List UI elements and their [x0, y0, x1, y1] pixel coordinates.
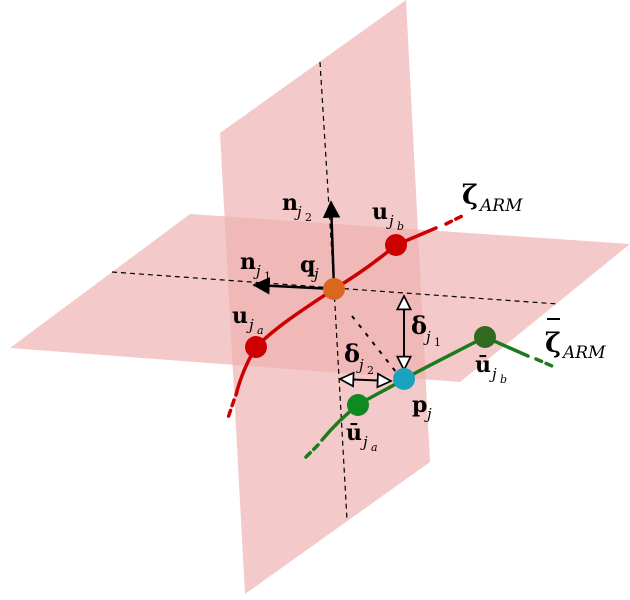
- label-zeta-arm: ζ ARM: [462, 180, 523, 216]
- svg-text:δ: δ: [411, 311, 427, 340]
- delta-j2-arrow: [340, 379, 391, 381]
- svg-text:j: j: [489, 365, 497, 383]
- label-u-ja: u j a: [232, 303, 264, 337]
- svg-text:j: j: [311, 265, 319, 283]
- label-zeta-bar-arm: ζ ARM: [545, 318, 606, 363]
- svg-text:1: 1: [264, 270, 271, 283]
- svg-text:ARM: ARM: [478, 196, 523, 216]
- label-ubar-ja: ū j a: [346, 420, 378, 454]
- svg-text:δ: δ: [344, 339, 360, 368]
- svg-text:u: u: [232, 303, 248, 329]
- svg-text:j: j: [423, 328, 431, 346]
- plane-axes: [111, 61, 559, 521]
- label-ubar-jb: ū j b: [475, 352, 507, 386]
- normal-vector-n-j2: [322, 200, 341, 290]
- projection-line: [351, 315, 397, 373]
- svg-text:n: n: [282, 190, 298, 216]
- point-p-j: [393, 368, 415, 390]
- svg-text:ARM: ARM: [561, 343, 606, 363]
- svg-text:2: 2: [305, 211, 312, 224]
- svg-text:b: b: [397, 220, 404, 233]
- svg-text:1: 1: [434, 336, 441, 349]
- svg-text:j: j: [424, 405, 432, 423]
- svg-text:j: j: [246, 316, 254, 334]
- label-q-j: q j: [300, 252, 319, 283]
- svg-text:j: j: [294, 203, 302, 221]
- svg-text:j: j: [356, 356, 364, 374]
- point-ubar-jb: [474, 326, 496, 348]
- label-p-j: p j: [412, 392, 432, 423]
- svg-text:q: q: [300, 252, 315, 278]
- svg-text:b: b: [500, 373, 507, 386]
- svg-text:2: 2: [367, 364, 374, 377]
- label-delta-j1: δ j 1: [411, 311, 441, 349]
- point-q-j: [323, 278, 345, 300]
- label-delta-j2: δ j 2: [344, 339, 374, 377]
- svg-text:j: j: [253, 262, 261, 280]
- svg-text:u: u: [372, 199, 388, 225]
- label-u-jb: u j b: [372, 199, 404, 233]
- svg-text:j: j: [360, 433, 368, 451]
- svg-text:j: j: [386, 212, 394, 230]
- svg-text:ζ: ζ: [545, 328, 561, 359]
- svg-text:p: p: [412, 392, 427, 418]
- svg-text:ū: ū: [475, 352, 491, 378]
- svg-text:a: a: [257, 324, 264, 337]
- normal-vector-n-j1: [252, 277, 335, 295]
- svg-text:ū: ū: [346, 420, 362, 446]
- point-u-jb: [385, 234, 407, 256]
- label-n-j1: n j 1: [240, 249, 271, 283]
- point-u-ja: [245, 336, 267, 358]
- point-ubar-ja: [347, 394, 369, 416]
- svg-text:ζ: ζ: [462, 180, 478, 211]
- label-n-j2: n j 2: [282, 190, 312, 224]
- svg-text:n: n: [240, 249, 256, 275]
- svg-text:a: a: [371, 441, 378, 454]
